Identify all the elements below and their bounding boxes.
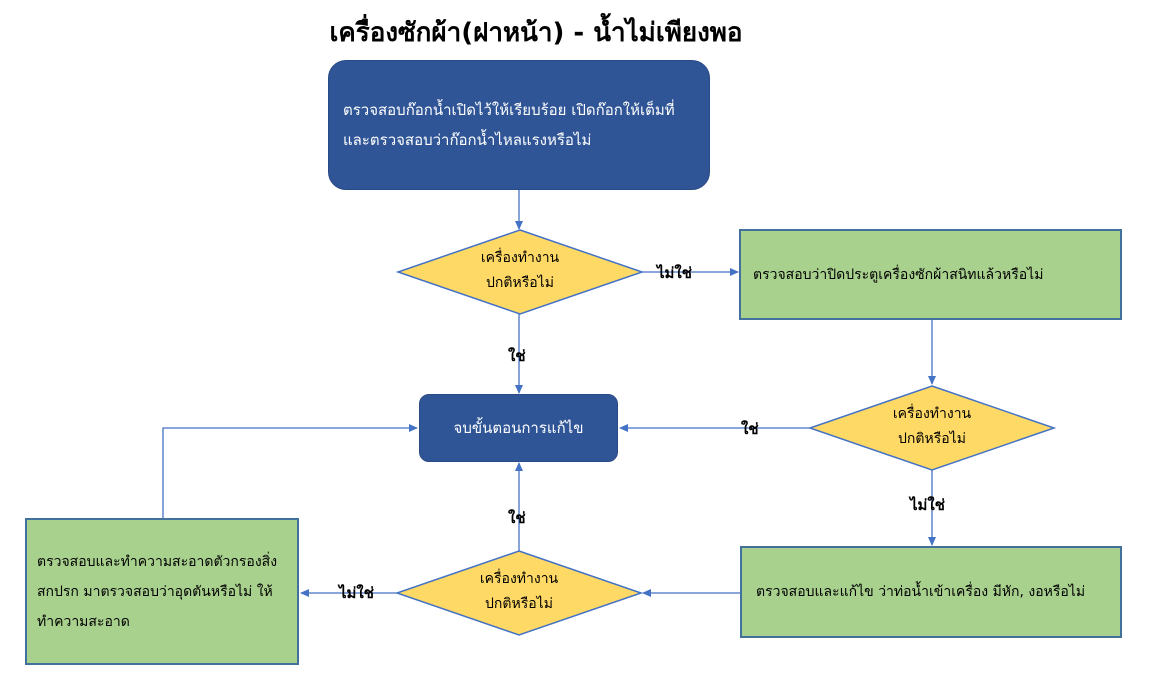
start-check-text: ตรวจสอบก๊อกน้ำเปิดไว้ให้เรียบร้อย เปิดก๊… — [343, 101, 675, 149]
start-check-box: ตรวจสอบก๊อกน้ำเปิดไว้ให้เรียบร้อย เปิดก๊… — [328, 60, 710, 190]
d1-yes-label: ใช่ — [508, 347, 526, 365]
filter-clean-text: ตรวจสอบและทำความสะอาดตัวกรองสิ่งสกปรก มา… — [37, 553, 278, 630]
decision-1-label: เครื่องทำงานปกติหรือไม่ — [480, 250, 560, 291]
d3-yes-label: ใช่ — [508, 509, 526, 527]
edge-filter-to-end — [162, 424, 418, 518]
d1-no-label: ไม่ใช่ — [657, 264, 692, 282]
d2-yes-label: ใช่ — [741, 420, 759, 438]
end-text: จบขั้นตอนการแก้ไข — [453, 419, 584, 437]
door-check-box: ตรวจสอบว่าปิดประตูเครื่องซักผ้าสนิทแล้วห… — [739, 229, 1122, 320]
decision-3-label: เครื่องทำงานปกติหรือไม่ — [479, 571, 559, 612]
d3-no-label: ไม่ใช่ — [339, 584, 374, 602]
decision-2-label: เครื่องทำงานปกติหรือไม่ — [892, 406, 972, 447]
hose-check-box: ตรวจสอบและแก้ไข ว่าท่อน้ำเข้าเครื่อง มีห… — [740, 546, 1122, 638]
end-box: จบขั้นตอนการแก้ไข — [419, 394, 618, 462]
page-title: เครื่องซักผ้า(ฝาหน้า) - น้ำไม่เพียงพอ — [329, 18, 743, 48]
decision-1-diamond — [395, 229, 645, 315]
filter-clean-box: ตรวจสอบและทำความสะอาดตัวกรองสิ่งสกปรก มา… — [25, 518, 299, 665]
hose-check-text: ตรวจสอบและแก้ไข ว่าท่อน้ำเข้าเครื่อง มีห… — [756, 584, 1086, 600]
d2-no-label: ไม่ใช่ — [910, 496, 945, 514]
decision-3-diamond — [394, 550, 644, 636]
door-check-text: ตรวจสอบว่าปิดประตูเครื่องซักผ้าสนิทแล้วห… — [753, 266, 1044, 283]
